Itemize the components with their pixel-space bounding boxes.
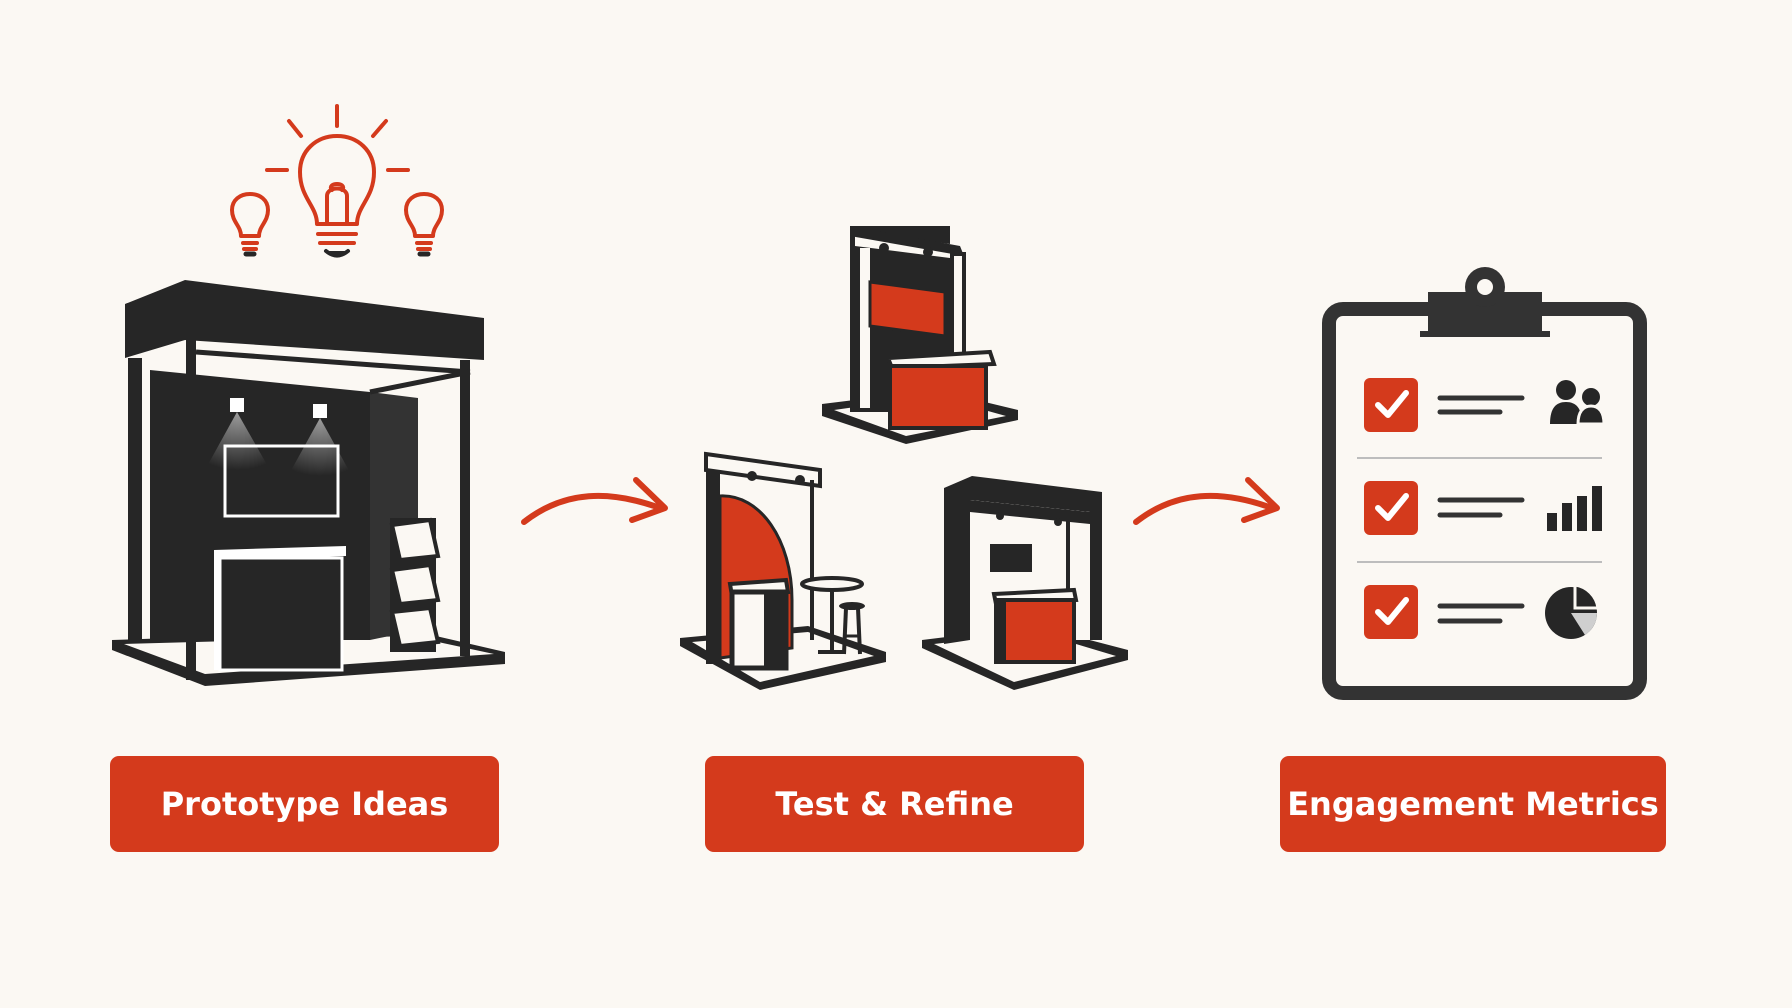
- bar-chart-icon: [1547, 486, 1602, 531]
- checkbox-icon: [1364, 378, 1418, 432]
- lightbulbs-icon: [230, 104, 444, 258]
- step-label-engagement-metrics: Engagement Metrics: [1280, 756, 1666, 852]
- arrow-right-icon: [521, 477, 668, 525]
- booth-variant-right-icon: [922, 476, 1128, 690]
- booth-variant-left-icon: [680, 451, 886, 690]
- pie-chart-icon: [1545, 583, 1600, 639]
- checkbox-icon: [1364, 585, 1418, 639]
- step-label-prototype-ideas: Prototype Ideas: [110, 756, 499, 852]
- checkbox-icon: [1364, 481, 1418, 535]
- people-icon: [1550, 380, 1606, 426]
- exhibition-booth-icon: [112, 280, 505, 686]
- clipboard-checklist-icon: [1322, 267, 1647, 700]
- arrow-right-icon: [1133, 477, 1280, 525]
- step-label-test-refine: Test & Refine: [705, 756, 1084, 852]
- booth-variant-top-icon: [822, 226, 1018, 444]
